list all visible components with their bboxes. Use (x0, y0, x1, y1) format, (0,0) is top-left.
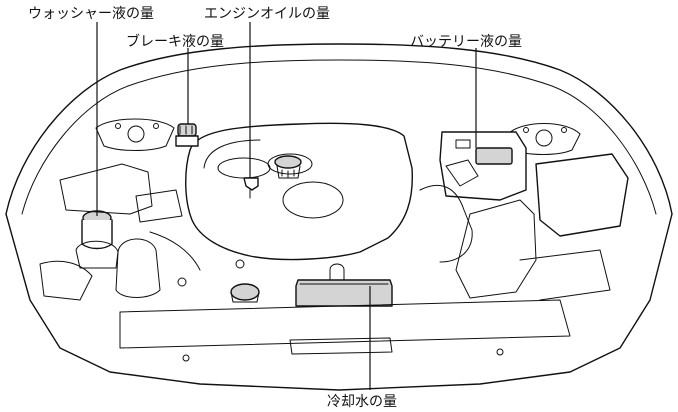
oil-filler-cap (274, 155, 302, 179)
leader-lines (96, 22, 477, 390)
label-battery-fluid: バッテリー液の量 (410, 34, 522, 50)
left-components (39, 163, 245, 301)
washer-fluid-reservoir (75, 210, 119, 269)
strut-tower-right (507, 123, 581, 155)
coolant-reservoir (295, 263, 393, 307)
label-washer-fluid: ウォッシャー液の量 (28, 6, 154, 22)
label-brake-fluid: ブレーキ液の量 (126, 33, 224, 50)
brake-fluid-reservoir (175, 123, 199, 147)
strut-tower-left (95, 118, 175, 151)
engine-cover (185, 122, 413, 261)
hood-frame (5, 43, 673, 391)
battery (439, 131, 527, 201)
label-coolant: 冷却水の量 (327, 394, 397, 410)
air-intake (419, 153, 629, 301)
radiator-cap (230, 283, 260, 303)
oil-dipstick (243, 177, 259, 199)
label-engine-oil: エンジンオイルの量 (204, 6, 330, 22)
front-crossmember (119, 299, 571, 362)
